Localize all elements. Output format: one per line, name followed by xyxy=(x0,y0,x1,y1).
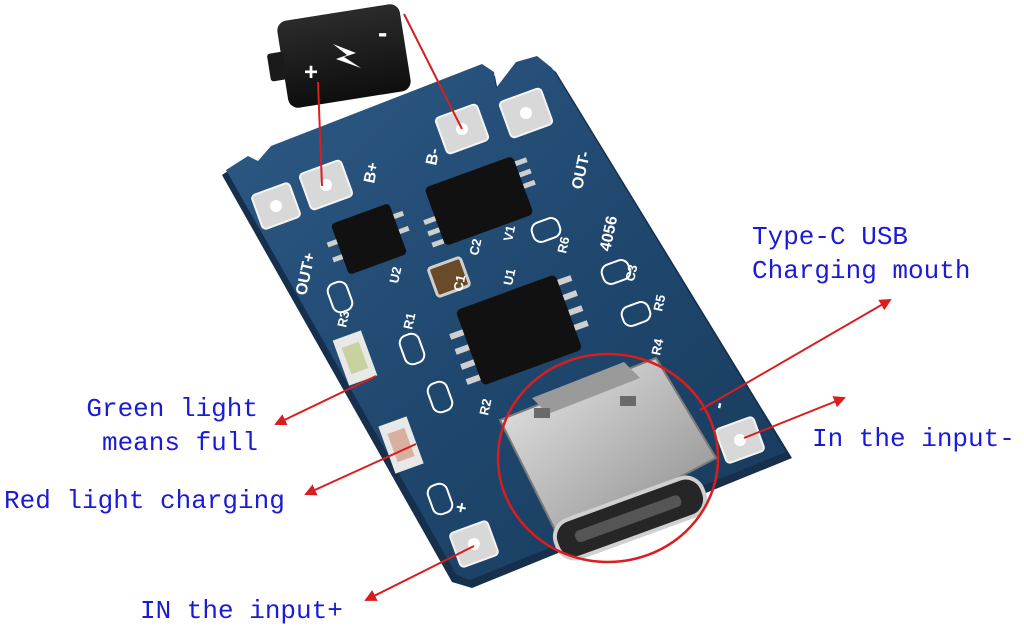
in-plus-label: IN the input+ xyxy=(140,594,343,628)
chip-top xyxy=(423,157,536,248)
silk-r2: R2 xyxy=(476,397,494,416)
in-minus-label: In the input- xyxy=(812,422,1015,456)
silk-u1: U1 xyxy=(500,267,518,286)
silk-r5: R5 xyxy=(650,293,668,312)
in-plus-arrow xyxy=(364,545,475,601)
usb-arrow xyxy=(699,298,892,411)
green-light-arrow xyxy=(274,375,377,426)
silk-plus: + xyxy=(450,500,472,514)
capacitor xyxy=(427,256,471,298)
silk-r1: R1 xyxy=(400,311,418,330)
silk-minus: - xyxy=(707,400,730,411)
chip-small xyxy=(326,204,410,274)
battery-minus-sign: - xyxy=(378,17,387,48)
silk-r4: R4 xyxy=(648,336,666,356)
lightning-bolt-icon xyxy=(333,44,361,68)
battery-minus-lead xyxy=(403,13,463,130)
silk-c3: C3 xyxy=(622,263,640,282)
in-minus-text: In the input- xyxy=(812,424,1015,454)
silk-v1: V1 xyxy=(500,224,518,243)
in-plus-text: IN the input+ xyxy=(140,596,343,626)
silk-c2: C2 xyxy=(466,237,484,256)
solder-pads xyxy=(251,87,765,568)
red-light-text: Red light charging xyxy=(4,486,285,516)
component-outlines xyxy=(326,217,652,516)
usb-c-connector xyxy=(498,356,718,561)
battery-icon: + - xyxy=(267,4,411,108)
pcb-board: B+ B- OUT- OUT+ 4056 U1 U2 V1 R1 R2 R3 R… xyxy=(222,56,792,588)
silk-b-minus: B- xyxy=(423,147,443,167)
green-light-label: Green light means full xyxy=(70,392,258,460)
silk-u2: U2 xyxy=(386,265,404,284)
usb-label: Type-C USB Charging mouth xyxy=(752,220,970,288)
green-light-line2: means full xyxy=(101,428,258,458)
usb-highlight-circle xyxy=(496,352,720,564)
red-light-arrow xyxy=(304,443,417,496)
red-light-label: Red light charging xyxy=(4,484,285,518)
silk-c1: C1 xyxy=(450,273,468,292)
green-light-line1: Green light xyxy=(86,394,258,424)
battery-plus-sign: + xyxy=(304,59,318,86)
in-minus-arrow xyxy=(743,396,846,439)
silk-b-plus: B+ xyxy=(361,161,382,185)
led-green xyxy=(332,330,378,386)
silk-r6: R6 xyxy=(554,235,572,254)
silk-r3: R3 xyxy=(334,309,352,328)
chip-charger xyxy=(449,275,589,385)
battery-plus-lead xyxy=(317,81,323,187)
led-red xyxy=(378,416,424,474)
usb-label-line2: Charging mouth xyxy=(752,256,971,286)
usb-label-line1: Type-C USB xyxy=(752,222,909,252)
